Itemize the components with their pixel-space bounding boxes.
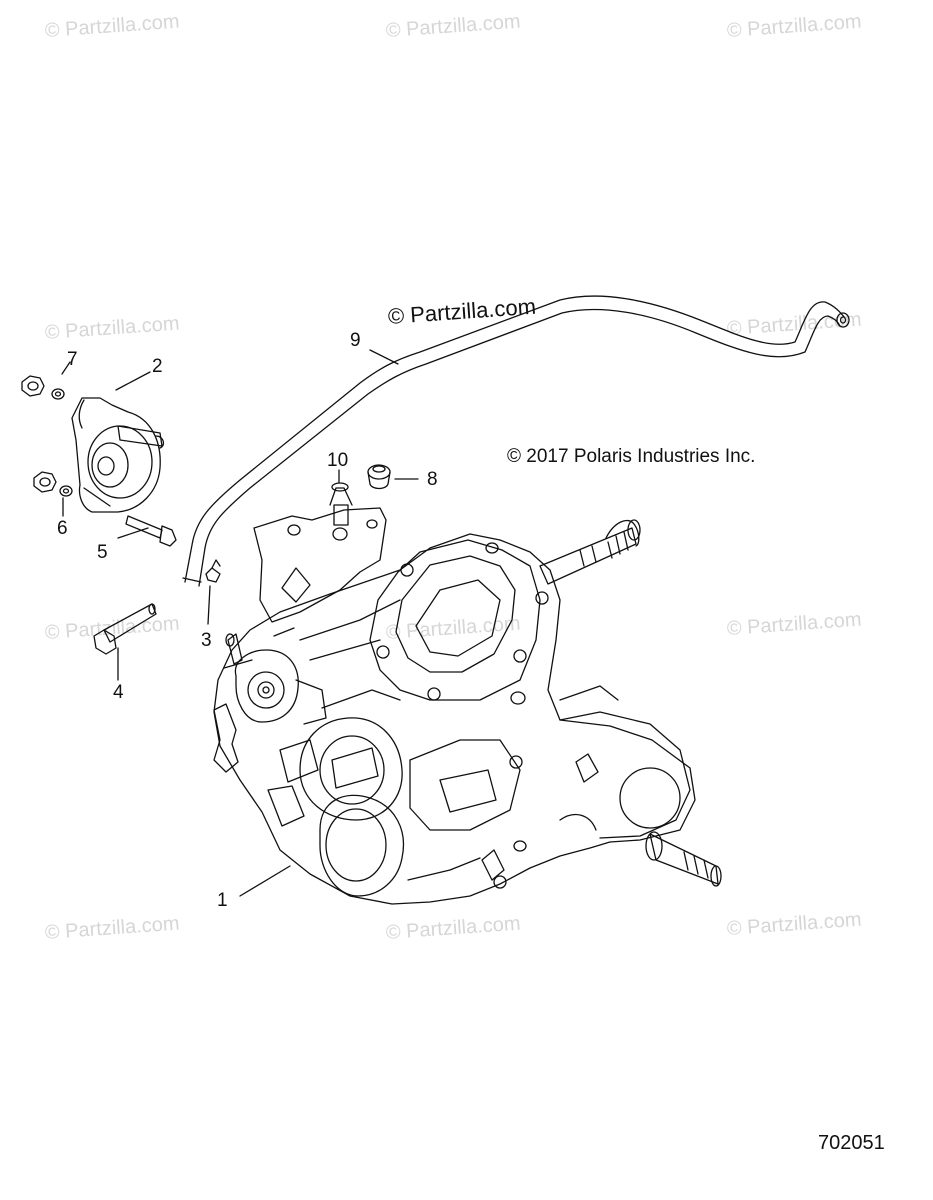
sensor-part-2: [71, 371, 165, 513]
nut-part-6: [33, 471, 73, 517]
copyright-notice: © 2017 Polaris Industries Inc.: [507, 446, 756, 467]
callout-9: 9: [350, 330, 361, 351]
bolt-part-4: [93, 603, 157, 681]
diagram-number: 702051: [818, 1132, 885, 1154]
callout-4: 4: [113, 682, 124, 703]
callout-7: 7: [67, 349, 78, 370]
clip-part-3: [205, 559, 221, 625]
callout-2: 2: [152, 356, 163, 377]
callout-3: 3: [201, 630, 212, 651]
leader-lines: [239, 349, 399, 897]
callout-1: 1: [217, 890, 228, 911]
transmission-part-1: [213, 507, 722, 905]
callout-6: 6: [57, 518, 68, 539]
vent-hose-part-9: [182, 295, 850, 587]
nut-part-7: [21, 361, 71, 400]
bolt-part-5: [117, 515, 177, 547]
grommet-part-8: [367, 464, 419, 490]
callout-5: 5: [97, 542, 108, 563]
callout-8: 8: [427, 469, 438, 490]
hose-clip-part-10: [329, 469, 353, 526]
callout-10: 10: [327, 450, 349, 471]
